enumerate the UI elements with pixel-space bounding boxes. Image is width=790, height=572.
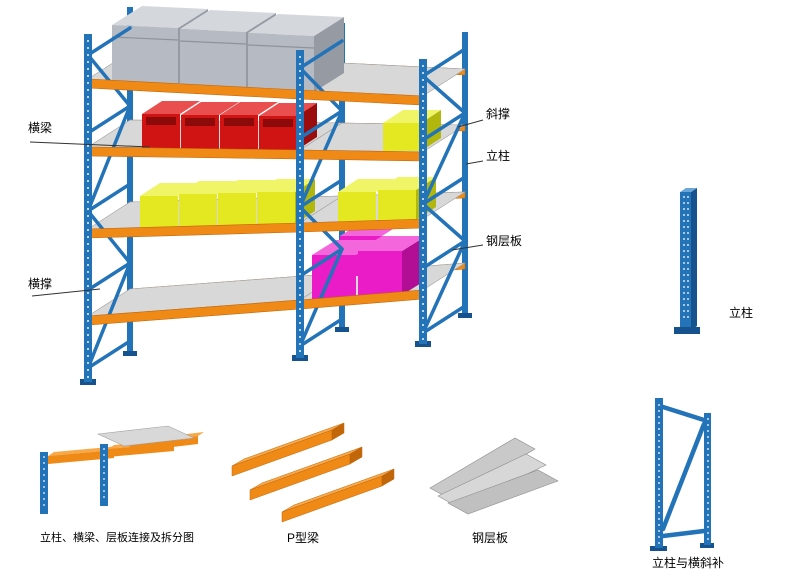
red-bin <box>142 101 200 148</box>
post-foot <box>700 543 714 548</box>
diagonal-brace <box>421 111 467 206</box>
caption-p-beam-figure: P型梁 <box>287 531 320 545</box>
upright-post <box>462 32 468 317</box>
diagonal-brace <box>421 202 467 243</box>
beam-front <box>130 436 198 452</box>
upright-post <box>419 59 427 344</box>
post-foot <box>650 546 667 551</box>
horizontal-brace <box>660 404 707 423</box>
steel-panel <box>447 469 559 515</box>
horizontal-brace <box>298 178 344 209</box>
shelf-panel <box>96 425 196 447</box>
upright-post <box>100 444 108 506</box>
rack-back-posts <box>123 7 472 356</box>
horizontal-brace <box>86 104 132 135</box>
column-front <box>680 192 691 330</box>
horizontal-brace <box>298 317 344 348</box>
p-beam-figure <box>231 422 395 523</box>
single-upright-figure <box>674 188 700 334</box>
diagonal-brace <box>421 74 467 115</box>
caption-braced-frame-figure: 立柱与横斜补 <box>652 556 725 570</box>
horizontal-brace <box>298 109 344 140</box>
rack-front-posts <box>80 34 431 385</box>
upright-post <box>40 452 48 514</box>
callout-steel-shelf: 钢层板 <box>486 234 523 248</box>
diagonal-brace <box>298 66 344 113</box>
leader-line-upright <box>465 160 484 165</box>
horizontal-brace <box>86 26 132 57</box>
steel-panel-figure <box>429 437 559 515</box>
horizontal-brace <box>421 47 467 78</box>
rack-items <box>111 6 441 299</box>
leader-line-steel-shelf <box>451 244 484 251</box>
horizontal-brace <box>298 39 344 70</box>
callout-diagonal-brace: 斜撑 <box>486 107 511 121</box>
leader-line-diagonal-brace <box>457 119 484 128</box>
caption-connection-figure: 立柱、横梁、层板连接及拆分图 <box>40 532 194 544</box>
horizontal-brace <box>421 239 467 270</box>
callout-beam: 横梁 <box>28 121 53 135</box>
diagonal-brace <box>421 239 467 335</box>
leader-lines <box>29 119 484 297</box>
diagonal-brace <box>86 104 132 213</box>
rack-front-beams <box>87 78 424 326</box>
single-upright-label: 立柱 <box>729 306 754 320</box>
leader-line-beam <box>29 141 151 148</box>
caption-steel-panel-figure: 钢层板 <box>472 531 509 545</box>
horizontal-brace <box>421 304 467 335</box>
post-foot <box>458 313 472 318</box>
connection-figure <box>40 425 204 514</box>
diagonal-brace <box>298 247 344 348</box>
callout-bottom-brace: 横撑 <box>28 277 53 291</box>
column-top <box>680 188 697 192</box>
beam-front <box>48 450 114 464</box>
horizontal-brace <box>86 261 132 292</box>
p-beam <box>231 422 345 477</box>
horizontal-brace <box>660 528 707 539</box>
beam <box>299 149 424 162</box>
diagonal-brace <box>660 421 707 532</box>
column-side <box>691 188 697 330</box>
upright-post <box>655 398 663 548</box>
braced-frame-figure <box>650 398 714 551</box>
callout-upright: 立柱 <box>486 149 511 163</box>
horizontal-brace <box>421 175 467 206</box>
yellow-bin <box>338 179 396 222</box>
horizontal-brace <box>86 339 132 370</box>
horizontal-brace <box>86 182 132 213</box>
leader-line-bottom-brace <box>31 288 101 297</box>
red-bin <box>220 102 278 149</box>
p-beam <box>281 468 395 523</box>
post-foot <box>335 327 349 332</box>
magenta-box <box>358 236 426 295</box>
pallet-rack-illustration <box>80 6 472 385</box>
yellow-bin <box>218 180 276 225</box>
yellow-bin <box>179 181 237 226</box>
post-foot <box>123 351 137 356</box>
yellow-bin <box>140 183 198 228</box>
horizontal-brace <box>298 247 344 278</box>
column-foot <box>674 327 700 334</box>
horizontal-brace <box>421 111 467 142</box>
upright-post <box>127 7 133 355</box>
upright-post <box>339 23 345 331</box>
red-bin <box>181 102 239 149</box>
p-beam <box>249 446 363 501</box>
